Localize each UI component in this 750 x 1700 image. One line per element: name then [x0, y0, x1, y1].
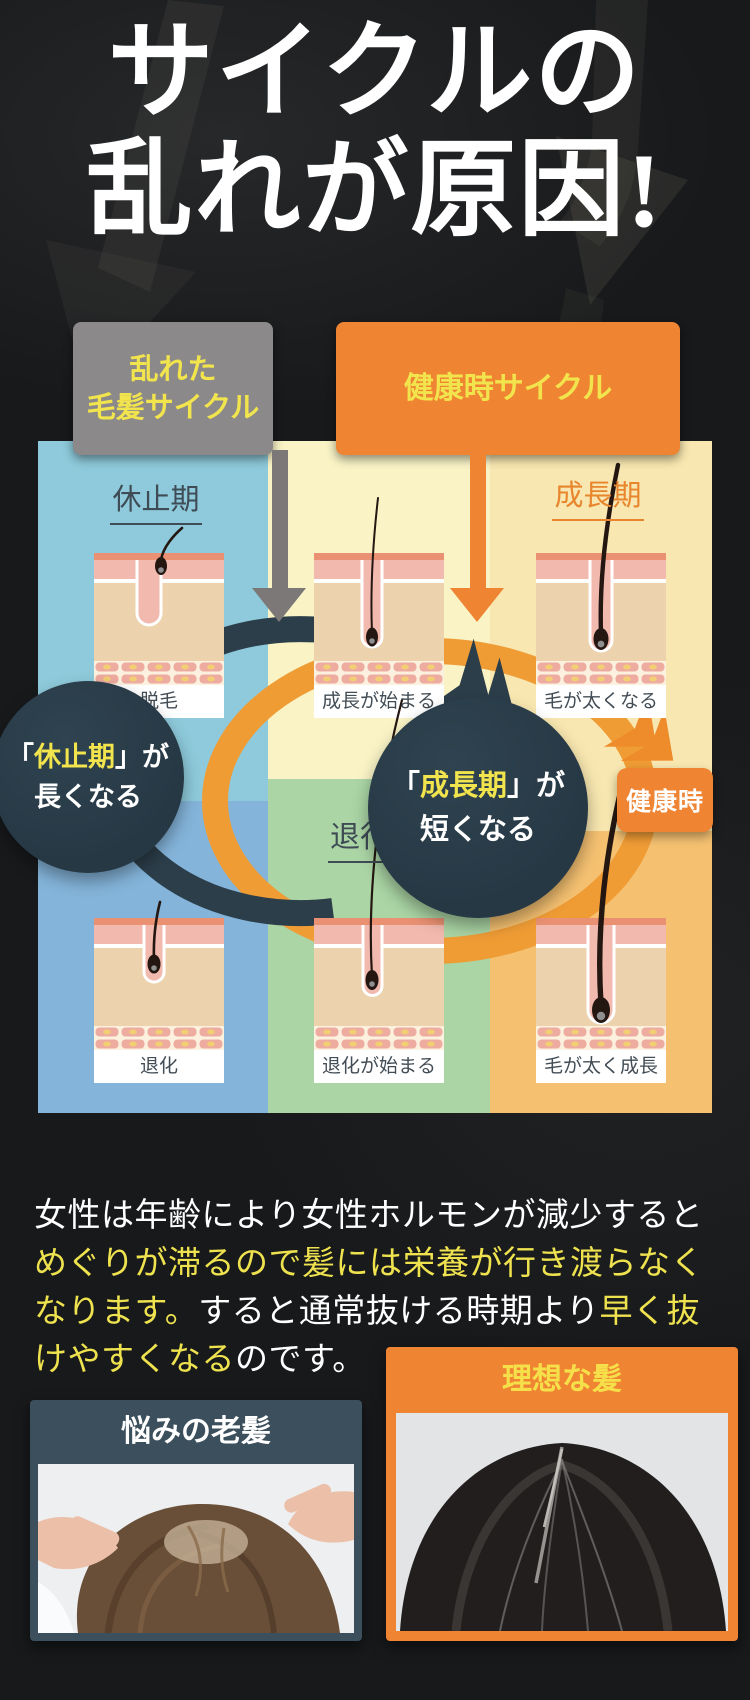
decor-arrowhead-right: [556, 136, 688, 305]
disrupted-cycle-label-line1: 乱れた: [129, 353, 217, 386]
aging-hair-card-label: 悩みの老髪: [121, 1415, 271, 1448]
bubble-line2: 長くなる: [34, 782, 142, 812]
panel-caption-hair-thickens: 毛が太くなる: [543, 691, 658, 712]
follicle-panel-regression: [94, 900, 224, 1083]
page-title-line2: 乱れが原因!: [86, 132, 664, 249]
orange-down-arrow-stem: [470, 450, 486, 588]
phase-label-growth: 成長期: [536, 472, 660, 521]
gray-down-arrow-stem: [272, 450, 288, 588]
gray-down-arrow-head: [252, 588, 306, 622]
panel-caption-regression-start: 退化が始まる: [321, 1056, 436, 1077]
panel-caption-thick-growth: 毛が太く成長: [543, 1056, 658, 1077]
page-title-line1: サイクルの: [107, 14, 643, 131]
panel-caption-regression: 退化: [139, 1056, 178, 1077]
follicle-panel-shedding: [94, 526, 224, 718]
disrupted-cycle-header: 乱れた 毛髪サイクル: [73, 322, 273, 455]
bubble-line1: 「休止期」が: [7, 742, 169, 772]
explanation-plain: 女性は年齢により女性ホルモンが減少すると: [34, 1196, 704, 1233]
page-title: サイクルの 乱れが原因!: [0, 14, 750, 250]
bubble-line1: 「成長期」が: [390, 770, 566, 802]
explanation-plain: すると通常抜ける時期より: [198, 1292, 600, 1329]
resting-phase-longer-bubble: 「休止期」が 長くなる: [0, 681, 184, 873]
explanation-highlight: めぐりが滞るので髪には栄養が行き渡らなくなります。: [34, 1244, 704, 1329]
explanation-highlight: 早く抜けやすくなる: [34, 1292, 701, 1377]
aging-hair-photo: [38, 1464, 354, 1633]
explanation-text: 女性は年齢により女性ホルモンが減少するとめぐりが滞るので髪には栄養が行き渡らなく…: [34, 1191, 726, 1383]
phase-label-resting: 休止期: [94, 476, 218, 525]
ideal-hair-photo: [396, 1413, 728, 1631]
follicle-panel-hair-thickens: [536, 462, 666, 718]
disrupted-cycle-label-line2: 毛髪サイクル: [86, 391, 260, 424]
panel-caption-growth-start: 成長が始まる: [321, 691, 436, 712]
ideal-hair-card-label: 理想な髪: [502, 1363, 622, 1396]
healthy-state-badge: 健康時: [617, 768, 713, 832]
aging-hair-card: 悩みの老髪: [30, 1400, 362, 1641]
bubble-line2: 短くなる: [419, 814, 536, 846]
ideal-hair-card: 理想な髪: [386, 1347, 738, 1641]
decor-band-right: [560, 0, 648, 246]
explanation-plain: のです。: [235, 1340, 366, 1377]
decor-band-top-left: [98, 0, 224, 292]
follicle-panel-growth-start: [314, 497, 444, 718]
follicle-panel-thick-growth: [536, 775, 666, 1083]
healthy-cycle-label: 健康時サイクル: [403, 371, 613, 405]
growth-phase-shorter-bubble: 「成長期」が 短くなる: [368, 698, 588, 918]
orange-down-arrow-head: [450, 588, 504, 622]
healthy-cycle-header: 健康時サイクル: [336, 322, 680, 455]
